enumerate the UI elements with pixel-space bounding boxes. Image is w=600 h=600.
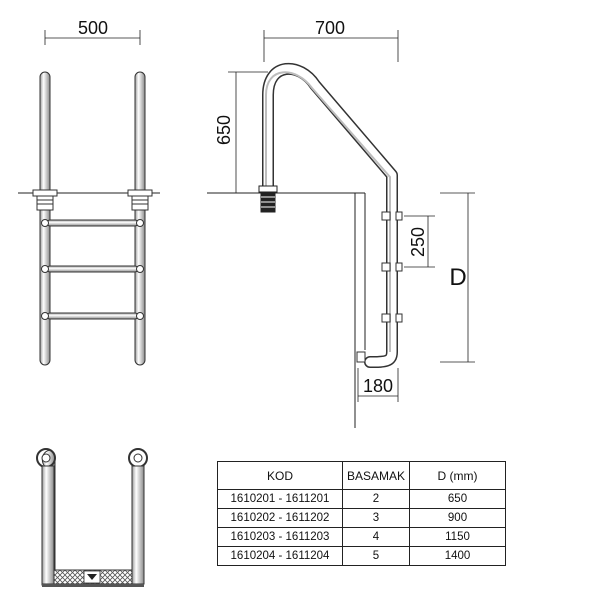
height-label: 650 — [214, 115, 234, 145]
spec-table: KOD BASAMAK D (mm) 1610201 - 1611201 2 6… — [217, 461, 506, 566]
depth-label: D — [449, 264, 466, 291]
deck-anchor — [258, 185, 278, 213]
front-step — [46, 219, 139, 227]
header-d: D (mm) — [409, 461, 506, 490]
step-brackets — [356, 211, 403, 363]
depth-dimension — [440, 192, 475, 363]
front-right-rail — [134, 71, 146, 366]
side-view: 700 650 — [207, 18, 475, 428]
cell-kod: 1610204 - 1611204 — [217, 546, 343, 566]
pool-wall — [207, 192, 356, 428]
front-width-label: 500 — [78, 18, 108, 38]
top-right-rail — [131, 465, 145, 585]
cell-basamak: 5 — [342, 546, 410, 566]
cell-d: 1400 — [409, 546, 506, 566]
front-step — [46, 312, 139, 320]
side-width-dimension — [263, 30, 399, 62]
top-view — [36, 448, 148, 587]
table-row: 1610203 - 1611203 4 1150 — [217, 527, 506, 547]
cell-basamak: 3 — [342, 508, 410, 528]
bottom-offset-label: 180 — [363, 376, 393, 396]
front-left-rail — [39, 71, 51, 366]
bottom-offset-dimension — [357, 368, 399, 402]
cell-kod: 1610203 - 1611203 — [217, 527, 343, 547]
table-header-row: KOD BASAMAK D (mm) — [217, 461, 506, 490]
step-spacing-dimension — [404, 215, 435, 268]
handrail — [262, 63, 398, 368]
header-basamak: BASAMAK — [342, 461, 410, 490]
cell-d: 650 — [409, 489, 506, 509]
front-width-dimension — [44, 30, 141, 45]
cell-d: 900 — [409, 508, 506, 528]
step-spacing-label: 250 — [408, 227, 428, 257]
front-view: 500 — [18, 18, 160, 366]
table-row: 1610201 - 1611201 2 650 — [217, 489, 506, 509]
front-anchors — [32, 189, 153, 211]
cell-kod: 1610201 - 1611201 — [217, 489, 343, 509]
table-row: 1610204 - 1611204 5 1400 — [217, 546, 506, 566]
cell-basamak: 4 — [342, 527, 410, 547]
step-logo-icon — [83, 570, 101, 584]
side-width-label: 700 — [315, 18, 345, 38]
cell-d: 1150 — [409, 527, 506, 547]
table-row: 1610202 - 1611202 3 900 — [217, 508, 506, 528]
header-kod: KOD — [217, 461, 343, 490]
front-step — [46, 265, 139, 273]
cell-kod: 1610202 - 1611202 — [217, 508, 343, 528]
cell-basamak: 2 — [342, 489, 410, 509]
